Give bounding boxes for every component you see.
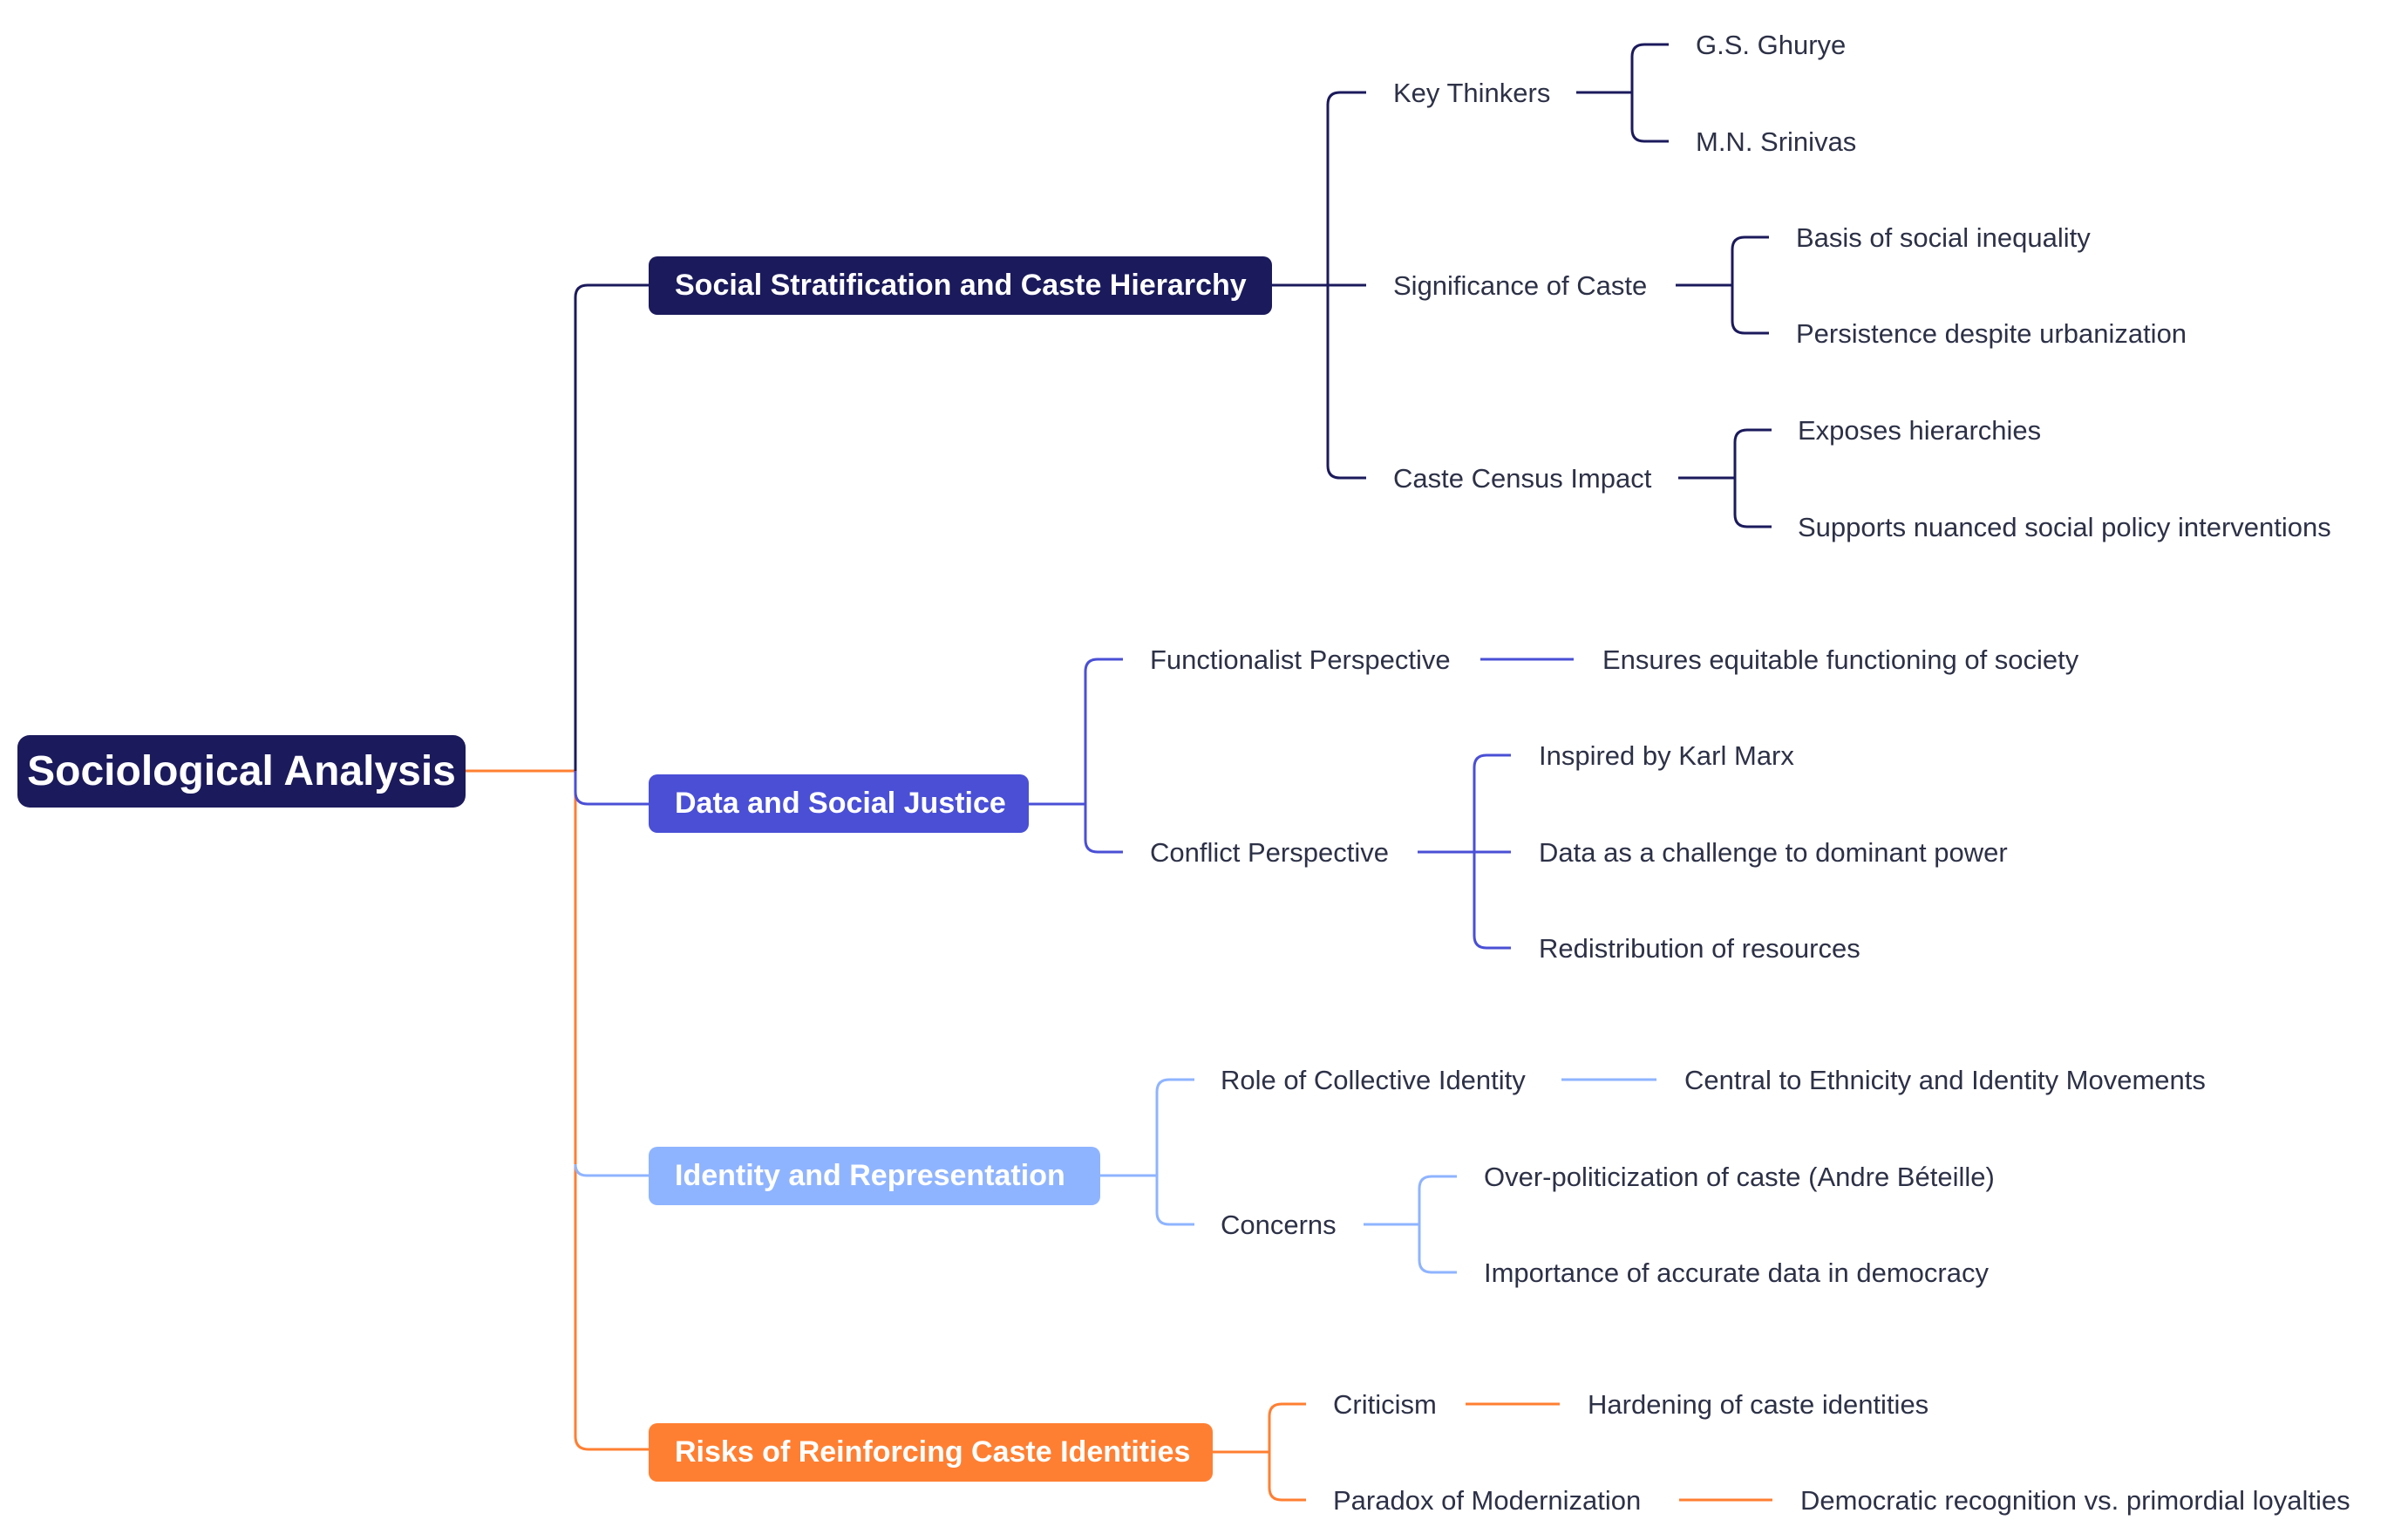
leaf-mn-srinivas[interactable]: M.N. Srinivas <box>1696 126 1857 157</box>
leaf-basis-social-inequality[interactable]: Basis of social inequality <box>1796 222 2091 253</box>
branch-data-social-justice[interactable]: Data and Social Justice <box>649 774 1029 833</box>
topic-key-thinkers[interactable]: Key Thinkers <box>1393 78 1551 108</box>
leaf-nuanced-policy[interactable]: Supports nuanced social policy intervent… <box>1798 512 2331 542</box>
leaf-ethnicity-identity-movements[interactable]: Central to Ethnicity and Identity Moveme… <box>1684 1065 2206 1095</box>
topic-conflict-perspective[interactable]: Conflict Perspective <box>1150 837 1389 868</box>
leaf-persistence-urbanization[interactable]: Persistence despite urbanization <box>1796 318 2187 349</box>
leaf-equitable-functioning[interactable]: Ensures equitable functioning of society <box>1602 644 2079 675</box>
leaf-gs-ghurye[interactable]: G.S. Ghurye <box>1696 30 1847 60</box>
branch-risks-reinforcing[interactable]: Risks of Reinforcing Caste Identities <box>649 1423 1213 1482</box>
topic-functionalist-perspective[interactable]: Functionalist Perspective <box>1150 644 1451 675</box>
leaf-redistribution-resources[interactable]: Redistribution of resources <box>1539 933 1860 964</box>
branch-identity-representation[interactable]: Identity and Representation <box>649 1147 1100 1205</box>
leaf-exposes-hierarchies[interactable]: Exposes hierarchies <box>1798 415 2042 446</box>
topic-significance-of-caste[interactable]: Significance of Caste <box>1393 270 1648 301</box>
topic-concerns[interactable]: Concerns <box>1221 1210 1337 1240</box>
leaf-karl-marx[interactable]: Inspired by Karl Marx <box>1539 740 1794 771</box>
topic-paradox-modernization[interactable]: Paradox of Modernization <box>1333 1485 1642 1516</box>
topic-criticism[interactable]: Criticism <box>1333 1389 1437 1420</box>
topic-caste-census-impact[interactable]: Caste Census Impact <box>1393 463 1652 494</box>
leaf-over-politicization[interactable]: Over-politicization of caste (Andre Béte… <box>1484 1162 1995 1192</box>
branch-social-stratification[interactable]: Social Stratification and Caste Hierarch… <box>649 256 1272 315</box>
leaf-challenge-dominant-power[interactable]: Data as a challenge to dominant power <box>1539 837 2008 868</box>
leaf-democratic-recognition[interactable]: Democratic recognition vs. primordial lo… <box>1800 1485 2350 1516</box>
root-node[interactable]: Sociological Analysis <box>17 735 466 808</box>
leaf-accurate-data-democracy[interactable]: Importance of accurate data in democracy <box>1484 1258 1989 1288</box>
topic-collective-identity[interactable]: Role of Collective Identity <box>1221 1065 1526 1095</box>
leaf-hardening-identities[interactable]: Hardening of caste identities <box>1588 1389 1929 1420</box>
